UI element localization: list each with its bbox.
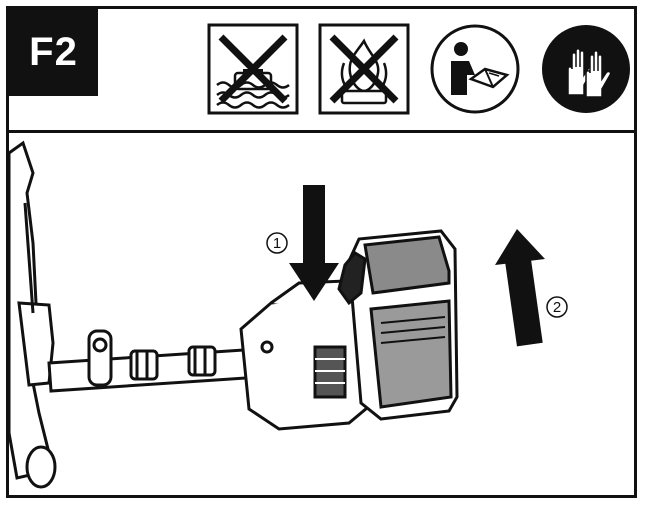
read-manual-icon <box>429 23 521 115</box>
no-fire-icon <box>318 23 410 115</box>
battery-insertion-illustration: 1 2 <box>9 133 634 495</box>
no-water-immersion-icon <box>207 23 299 115</box>
slide-up-arrow-icon <box>495 229 545 347</box>
panel-label: F2 <box>9 9 98 96</box>
step-1-marker: 1 <box>266 232 288 254</box>
step-2-marker: 2 <box>546 296 568 318</box>
step-1-number: 1 <box>273 235 281 252</box>
step-2-number: 2 <box>553 299 561 316</box>
tool-shaft <box>47 329 263 393</box>
battery-pack <box>337 229 459 421</box>
instruction-panel: F2 <box>6 6 637 498</box>
press-down-arrow-icon <box>289 185 339 301</box>
wear-gloves-icon <box>540 23 632 115</box>
tool-handle <box>9 140 57 489</box>
panel-header: F2 <box>9 9 634 133</box>
